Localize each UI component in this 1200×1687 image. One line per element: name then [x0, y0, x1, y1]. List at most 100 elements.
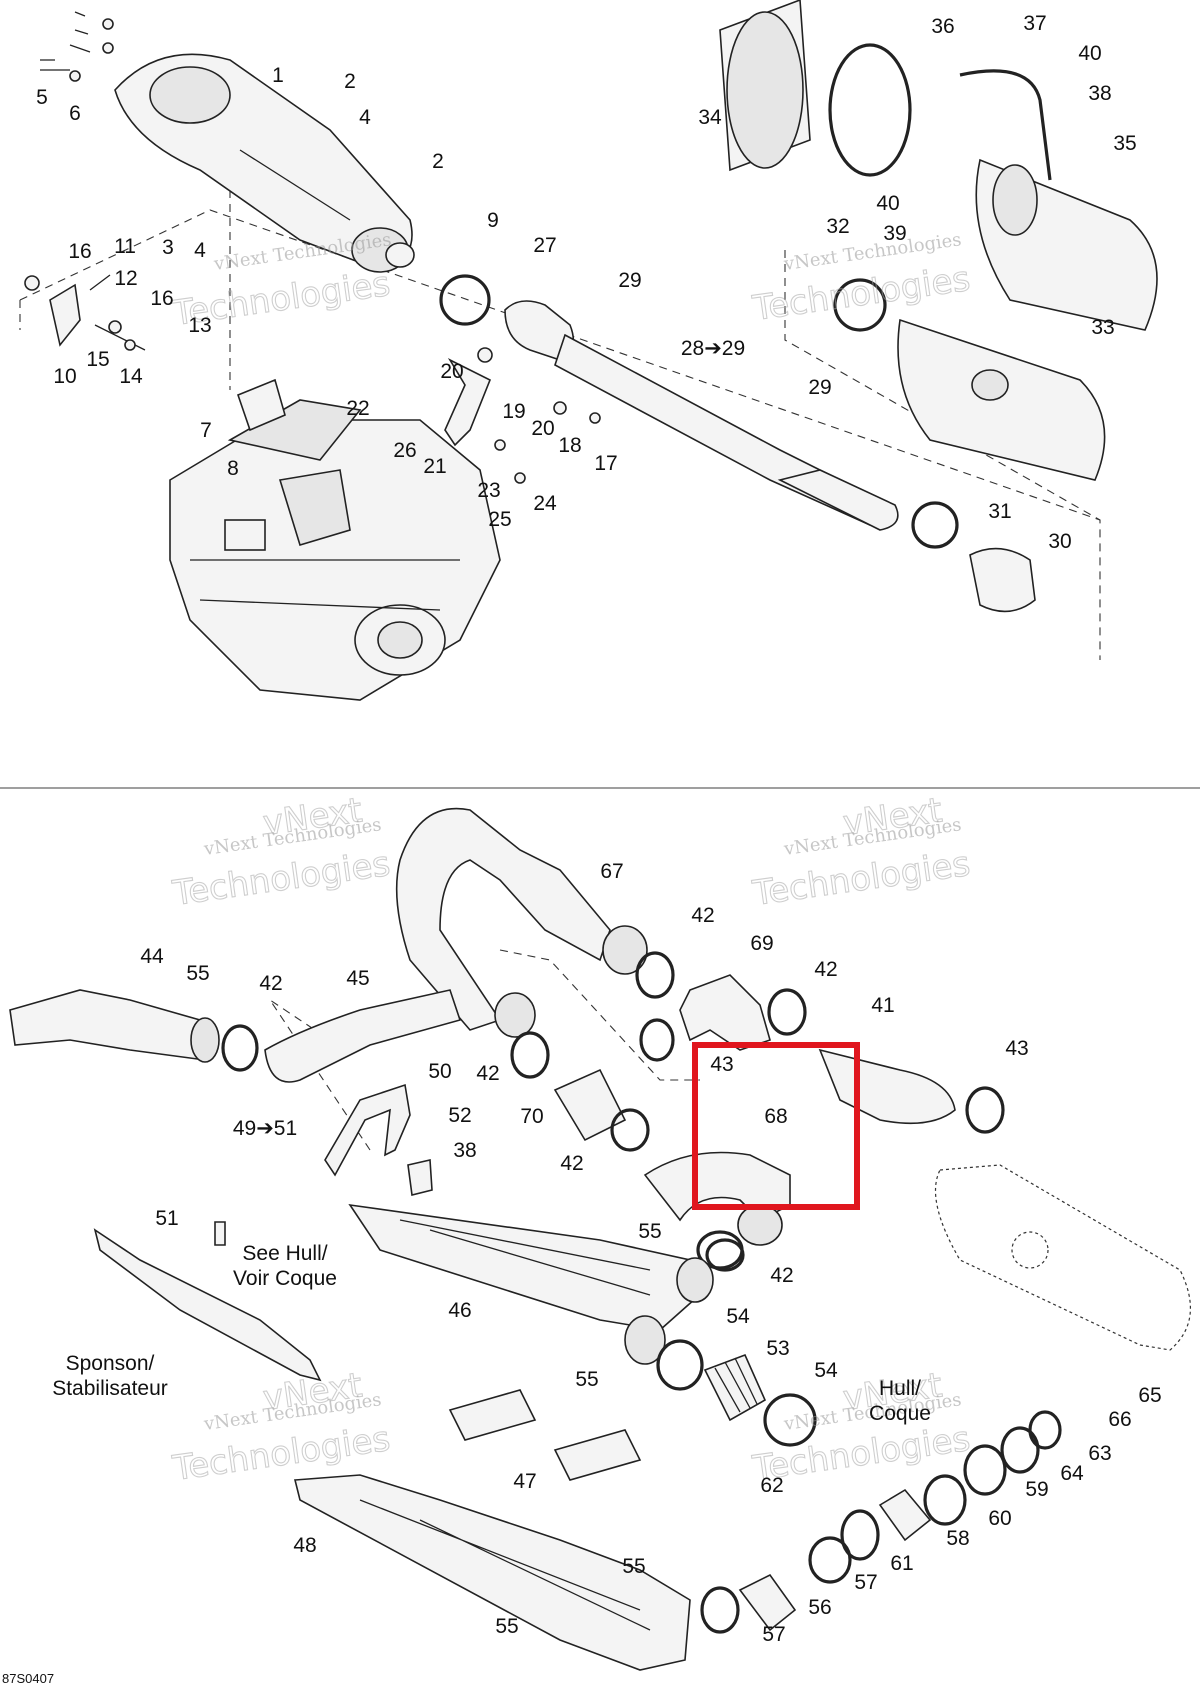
part-number-label: 16 [150, 287, 173, 310]
part-number-label: 43 [710, 1053, 733, 1076]
clamp-part [439, 274, 491, 326]
part-number-label: 17 [594, 452, 617, 475]
part-number-label: 25 [488, 508, 511, 531]
gasket-part [236, 378, 286, 432]
part-number-label: 10 [53, 365, 76, 388]
part-number-label: 29 [808, 376, 831, 399]
sponson-part [93, 1228, 322, 1382]
part-number-label: 49➔51 [233, 1117, 297, 1140]
watermark-text-big: Technologies [750, 259, 973, 329]
part-number-label: 66 [1108, 1408, 1131, 1431]
part-number-label: 55 [622, 1555, 645, 1578]
seal-part [969, 547, 1036, 613]
part-number-label: 12 [114, 267, 137, 290]
part-number-label: 27 [533, 234, 556, 257]
part-number-label: 26 [393, 439, 416, 462]
part-number-label: 4 [359, 106, 371, 129]
part-number-label: 21 [423, 455, 446, 478]
part-number-label: 43 [1005, 1037, 1028, 1060]
part-number-label: 55 [495, 1615, 518, 1638]
hull-coque-note: Hull/ Coque [869, 1377, 931, 1425]
part-number-label: 47 [513, 1470, 536, 1493]
part-number-label: 62 [760, 1474, 783, 1497]
part-number-label: 69 [750, 932, 773, 955]
part-number-label: 59 [1025, 1478, 1048, 1501]
part-number-label: 65 [1138, 1384, 1161, 1407]
part-number-label: 33 [1091, 316, 1114, 339]
part-number-label: 8 [227, 457, 239, 480]
coupling-part-70 [553, 1068, 627, 1142]
exhaust-pipes-part [348, 1203, 714, 1365]
part-number-label: 56 [808, 1596, 831, 1619]
part-number-label: 5 [36, 86, 48, 109]
resonator-part [703, 1353, 767, 1422]
part-number-label: 24 [533, 492, 557, 515]
part-number-label: 40 [876, 192, 899, 215]
part-number-label: 57 [854, 1571, 877, 1594]
part-number-label: 28➔29 [681, 337, 745, 360]
part-number-label: 4 [194, 239, 206, 262]
hose-part-45 [264, 989, 462, 1083]
exhaust-pipes-part-48 [293, 1474, 691, 1671]
part-number-label: 22 [346, 397, 369, 420]
hull-note: See Hull/ Voir Coque [233, 1242, 337, 1290]
sponson-line1: Sponson/ [66, 1352, 155, 1375]
part-number-label: 55 [638, 1220, 661, 1243]
part-number-label: 40 [1078, 42, 1101, 65]
part-number-label: 45 [346, 967, 369, 990]
pad-part [448, 1389, 537, 1441]
watermark-text-big: Technologies [170, 844, 393, 914]
bracket-part [49, 283, 81, 347]
see-hull-line2: Voir Coque [233, 1267, 337, 1290]
part-number-label: 32 [826, 215, 849, 238]
part-number-label: 6 [69, 102, 81, 125]
bracket-part-50 [324, 1083, 411, 1177]
part-number-label: 67 [600, 860, 623, 883]
part-number-label: 60 [988, 1507, 1011, 1530]
muffler-part [114, 53, 415, 273]
part-number-label: 31 [988, 500, 1011, 523]
lower-assembly [9, 807, 1191, 1671]
part-number-label: 64 [1060, 1462, 1084, 1485]
highlight-box [692, 1042, 860, 1210]
bent-pipe-part [395, 807, 611, 1031]
silencer-parts [719, 0, 1158, 481]
part-number-label: 52 [448, 1104, 471, 1127]
part-number-label: 38 [1088, 82, 1111, 105]
part-number-label: 20 [440, 360, 463, 383]
part-number-label: 42 [259, 972, 282, 995]
part-number-label: 54 [814, 1359, 838, 1382]
part-number-label: 39 [883, 222, 906, 245]
part-number-label: 50 [428, 1060, 451, 1083]
part-number-label: 16 [68, 240, 91, 263]
part-number-label: 44 [140, 945, 164, 968]
bolts-top-left [40, 11, 114, 82]
part-number-label: 2 [344, 70, 356, 93]
part-number-label: 15 [86, 348, 109, 371]
part-number-label: 42 [476, 1062, 499, 1085]
diagram-code: 87S0407 [2, 1671, 54, 1686]
part-number-label: 55 [575, 1368, 598, 1391]
tee-connector-part [679, 974, 771, 1051]
part-number-label: 54 [726, 1305, 750, 1328]
hull-coque-line2: Coque [869, 1402, 931, 1425]
part-number-label: 3 [162, 236, 174, 259]
part-number-label: 42 [691, 904, 714, 927]
part-number-label: 63 [1088, 1442, 1111, 1465]
part-number-label: 13 [188, 314, 211, 337]
part-number-label: 42 [770, 1264, 793, 1287]
part-number-label: 42 [560, 1152, 583, 1175]
part-number-label: 2 [432, 150, 444, 173]
part-number-label: 14 [119, 365, 143, 388]
part-number-label: 53 [766, 1337, 789, 1360]
hose-part [9, 989, 206, 1061]
part-number-label: 48 [293, 1534, 316, 1557]
part-number-label: 30 [1048, 530, 1071, 553]
part-number-label: 36 [931, 15, 954, 38]
pad-part-2 [553, 1429, 642, 1481]
part-number-label: 51 [155, 1207, 178, 1230]
part-number-label: 55 [186, 962, 209, 985]
part-number-label: 61 [890, 1552, 913, 1575]
part-number-label: 23 [477, 479, 500, 502]
